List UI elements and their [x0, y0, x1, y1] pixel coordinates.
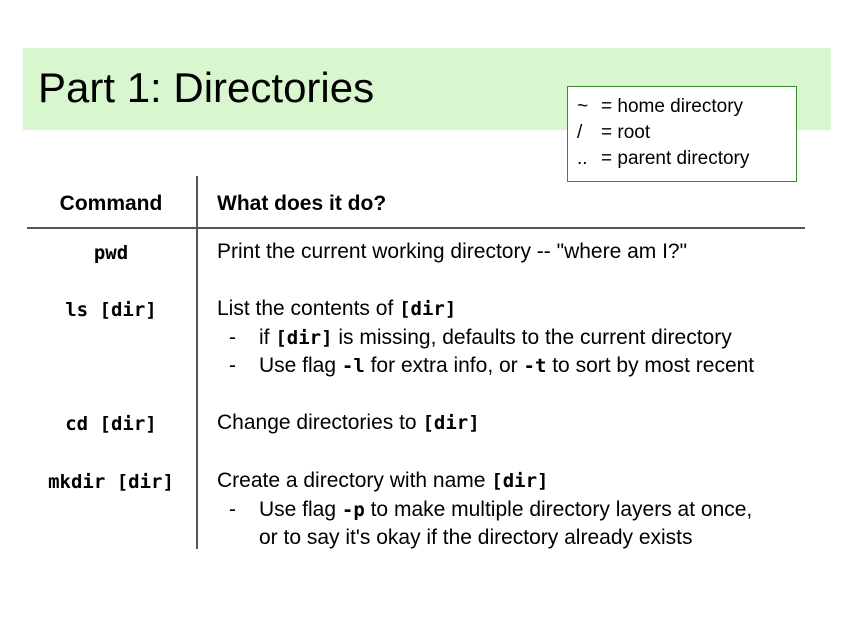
bullet-text: or to say it's okay if the directory alr… [259, 526, 693, 549]
legend-symbol: / [577, 122, 583, 143]
bullet-dash: - [229, 497, 236, 521]
legend-meaning: = home directory [601, 96, 744, 117]
bullet-text: is missing, defaults to the current dire… [332, 325, 732, 349]
description-mkdir: Create a directory with name [dir] -Use … [217, 467, 752, 553]
command-pwd: pwd [93, 242, 129, 264]
bullet-text: for extra info, or [364, 354, 524, 377]
column-header-description: What does it do? [217, 192, 387, 215]
description-prefix: List the contents of [217, 297, 400, 320]
description-prefix: Change directories to [217, 411, 423, 434]
bullet-code: -p [341, 498, 365, 521]
description-text: Print the current working directory -- "… [217, 240, 688, 263]
bullet-code: -l [341, 355, 365, 377]
table-column-divider [196, 176, 198, 549]
legend-item-parent: .. = parent directory [577, 146, 796, 172]
description-cd: Change directories to [dir] [217, 409, 480, 438]
bullet-item: -Use flag -p to make multiple directory … [217, 496, 752, 525]
bullet-continuation: or to say it's okay if the directory alr… [217, 524, 752, 553]
description-ls: List the contents of [dir] -if [dir] is … [217, 295, 754, 381]
description-text: Create a directory with name [dir] [217, 467, 752, 496]
bullet-text: Use flag [259, 354, 342, 377]
bullet-dash: - [229, 354, 236, 377]
slide-title: Part 1: Directories [38, 64, 375, 111]
bullet-text: to sort by most recent [546, 354, 755, 377]
description-code: [dir] [422, 412, 480, 434]
description-code: [dir] [399, 298, 457, 320]
legend-meaning: = root [601, 122, 651, 143]
bullet-dash: - [229, 325, 236, 349]
bullet-code: [dir] [275, 326, 333, 349]
bullet-item: -Use flag -l for extra info, or -t to so… [217, 352, 754, 381]
column-header-command: Command [59, 192, 163, 215]
bullet-item: -if [dir] is missing, defaults to the cu… [217, 324, 754, 353]
bullet-text: to make multiple directory layers at onc… [364, 497, 753, 521]
description-text: List the contents of [dir] [217, 295, 754, 324]
legend-symbol: ~ [577, 96, 589, 117]
bullet-text: Use flag [259, 497, 342, 521]
command-ls: ls [dir] [65, 299, 157, 321]
legend-item-home: ~ = home directory [577, 94, 796, 120]
legend-symbol: .. [577, 148, 588, 169]
description-prefix: Create a directory with name [217, 469, 492, 492]
command-mkdir: mkdir [dir] [48, 471, 174, 493]
bullet-text: if [259, 325, 276, 349]
description-code: [dir] [491, 470, 549, 492]
command-cd: cd [dir] [65, 413, 157, 435]
legend-item-root: / = root [577, 120, 796, 146]
description-text: Change directories to [dir] [217, 409, 480, 438]
legend-meaning: = parent directory [601, 148, 750, 169]
table-header-rule [27, 227, 805, 229]
legend-box: ~ = home directory / = root .. = parent dir… [567, 86, 797, 182]
bullet-code: -t [523, 355, 547, 377]
description-pwd: Print the current working directory -- "… [217, 238, 687, 267]
